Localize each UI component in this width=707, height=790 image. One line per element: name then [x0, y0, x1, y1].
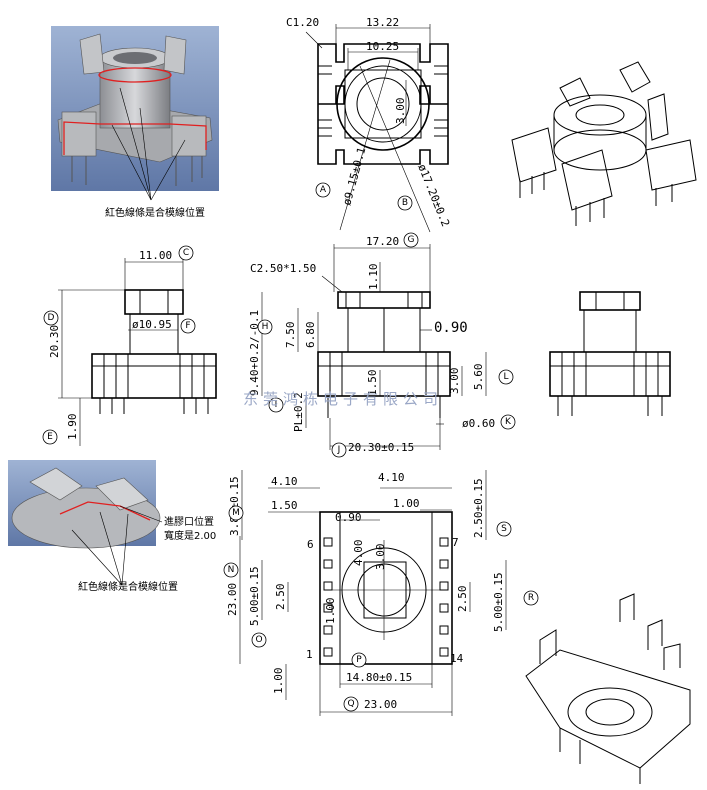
dim-2-50-right: 2.50±0.15 — [472, 478, 485, 538]
dim-dia-17-20: ø17.20±0.2 — [415, 162, 452, 228]
dim-5-00-left: 5.00±0.15 — [248, 566, 261, 626]
dim-2-50-left: 2.50 — [274, 584, 287, 611]
dim-1-10: 1.10 — [367, 264, 380, 291]
tag-e: E — [47, 432, 53, 442]
tag-h: H — [262, 322, 269, 332]
tag-j: J — [337, 445, 341, 455]
tag-o: O — [255, 635, 262, 645]
dim-3-00-top: 3.00 — [394, 98, 407, 125]
photo-leader-lines-top — [111, 87, 186, 201]
dim-10-25: 10.25 — [366, 40, 399, 53]
bottom-view: 4.10 4.10 1.50 1.00 0.90 3.80±0.15 M 2.5… — [223, 470, 539, 716]
tag-i: I — [275, 400, 278, 410]
tag-r: R — [528, 593, 534, 603]
dim-pl: PL±0.2 — [292, 392, 305, 432]
dim-dia-10-95: ø10.95 — [132, 318, 172, 331]
dim-4-10-right: 4.10 — [378, 471, 405, 484]
front-view: 11.00 C 20.30 D ø10.95 F 1.90 E — [42, 245, 217, 446]
tag-a: A — [320, 185, 327, 195]
dim-3-00-bottom: 3.00 — [374, 544, 387, 571]
bobbin-iso-view-bottom-right — [525, 593, 691, 784]
dim-1-50-bottom: 1.50 — [271, 499, 298, 512]
tag-q: Q — [347, 699, 354, 709]
side-view: 17.20 G C2.50*1.50 1.10 9.40+0.2/-0.1 H … — [248, 232, 516, 458]
dim-1-90: 1.90 — [66, 414, 79, 441]
dim-23-00-width: 23.00 — [364, 698, 397, 711]
dim-0-90-bottom: 0.90 — [335, 511, 362, 524]
dim-9-40: 9.40+0.2/-0.1 — [248, 310, 261, 396]
dim-4-10-left: 4.10 — [271, 475, 298, 488]
dim-3-00-side: 3.00 — [448, 368, 461, 395]
chamfer-c2-50: C2.50*1.50 — [250, 262, 316, 275]
dim-7-50: 7.50 — [284, 322, 297, 349]
tag-p: P — [356, 655, 362, 665]
tag-n: N — [228, 565, 235, 575]
dim-6-80: 6.80 — [304, 322, 317, 349]
dim-0-90-side: 0.90 — [434, 320, 468, 336]
photo-caption-top: 紅色線條是合模線位置 — [105, 206, 205, 219]
dim-17-20: 17.20 — [366, 235, 399, 248]
tag-s: S — [501, 524, 507, 534]
chamfer-c1-20: C1.20 — [286, 16, 319, 29]
tag-c: C — [183, 248, 189, 258]
dim-11-00: 11.00 — [139, 249, 172, 262]
pin-7: 7 — [452, 536, 459, 549]
gate-detail-photo — [8, 460, 161, 549]
right-side-view — [549, 291, 671, 416]
dim-5-00-right: 5.00±0.15 — [492, 572, 505, 632]
dim-1-50-side: 1.50 — [366, 370, 379, 397]
gate-note-line2: 寬度是2.00 — [164, 529, 216, 542]
tag-b: B — [402, 198, 408, 208]
tag-m: M — [232, 508, 240, 518]
dim-1-00-mid: 1.00 — [324, 598, 337, 625]
dim-1-00-top: 1.00 — [393, 497, 420, 510]
pin-1: 1 — [306, 648, 313, 661]
tag-k: K — [505, 417, 512, 427]
photo-caption-bottom: 紅色線條是合模線位置 — [78, 580, 178, 593]
dim-5-60: 5.60 — [472, 364, 485, 391]
bobbin-render-photo-top — [51, 26, 219, 191]
gate-leader-lines — [71, 505, 163, 586]
dim-20-30-pitch: 20.30±0.15 — [348, 441, 414, 454]
dim-2-50-mid-right: 2.50 — [456, 586, 469, 613]
gate-note-line1: 進膠口位置 — [164, 515, 214, 528]
tag-l: L — [503, 372, 508, 382]
watermark: 东莞鸿栋电子有限公司 — [243, 390, 443, 408]
tag-g: G — [408, 235, 415, 245]
dim-14-80: 14.80±0.15 — [346, 671, 412, 684]
top-view: 13.22 10.25 C1.20 3.00 ø9.15±0.1 ø17.20±… — [286, 16, 452, 233]
dim-1-00-bottom-left: 1.00 — [272, 668, 285, 695]
tag-f: F — [185, 321, 190, 331]
dim-23-00-height: 23.00 — [226, 583, 239, 616]
dim-13-22: 13.22 — [366, 16, 399, 29]
pin-6: 6 — [307, 538, 314, 551]
dim-20-30: 20.30 — [48, 325, 61, 358]
tag-d: D — [48, 313, 55, 323]
pin-14: 14 — [450, 652, 464, 665]
dim-4-00: 4.00 — [352, 540, 365, 567]
dim-pin-dia: ø0.60 — [462, 417, 495, 430]
bobbin-iso-view-top-right — [511, 61, 697, 226]
